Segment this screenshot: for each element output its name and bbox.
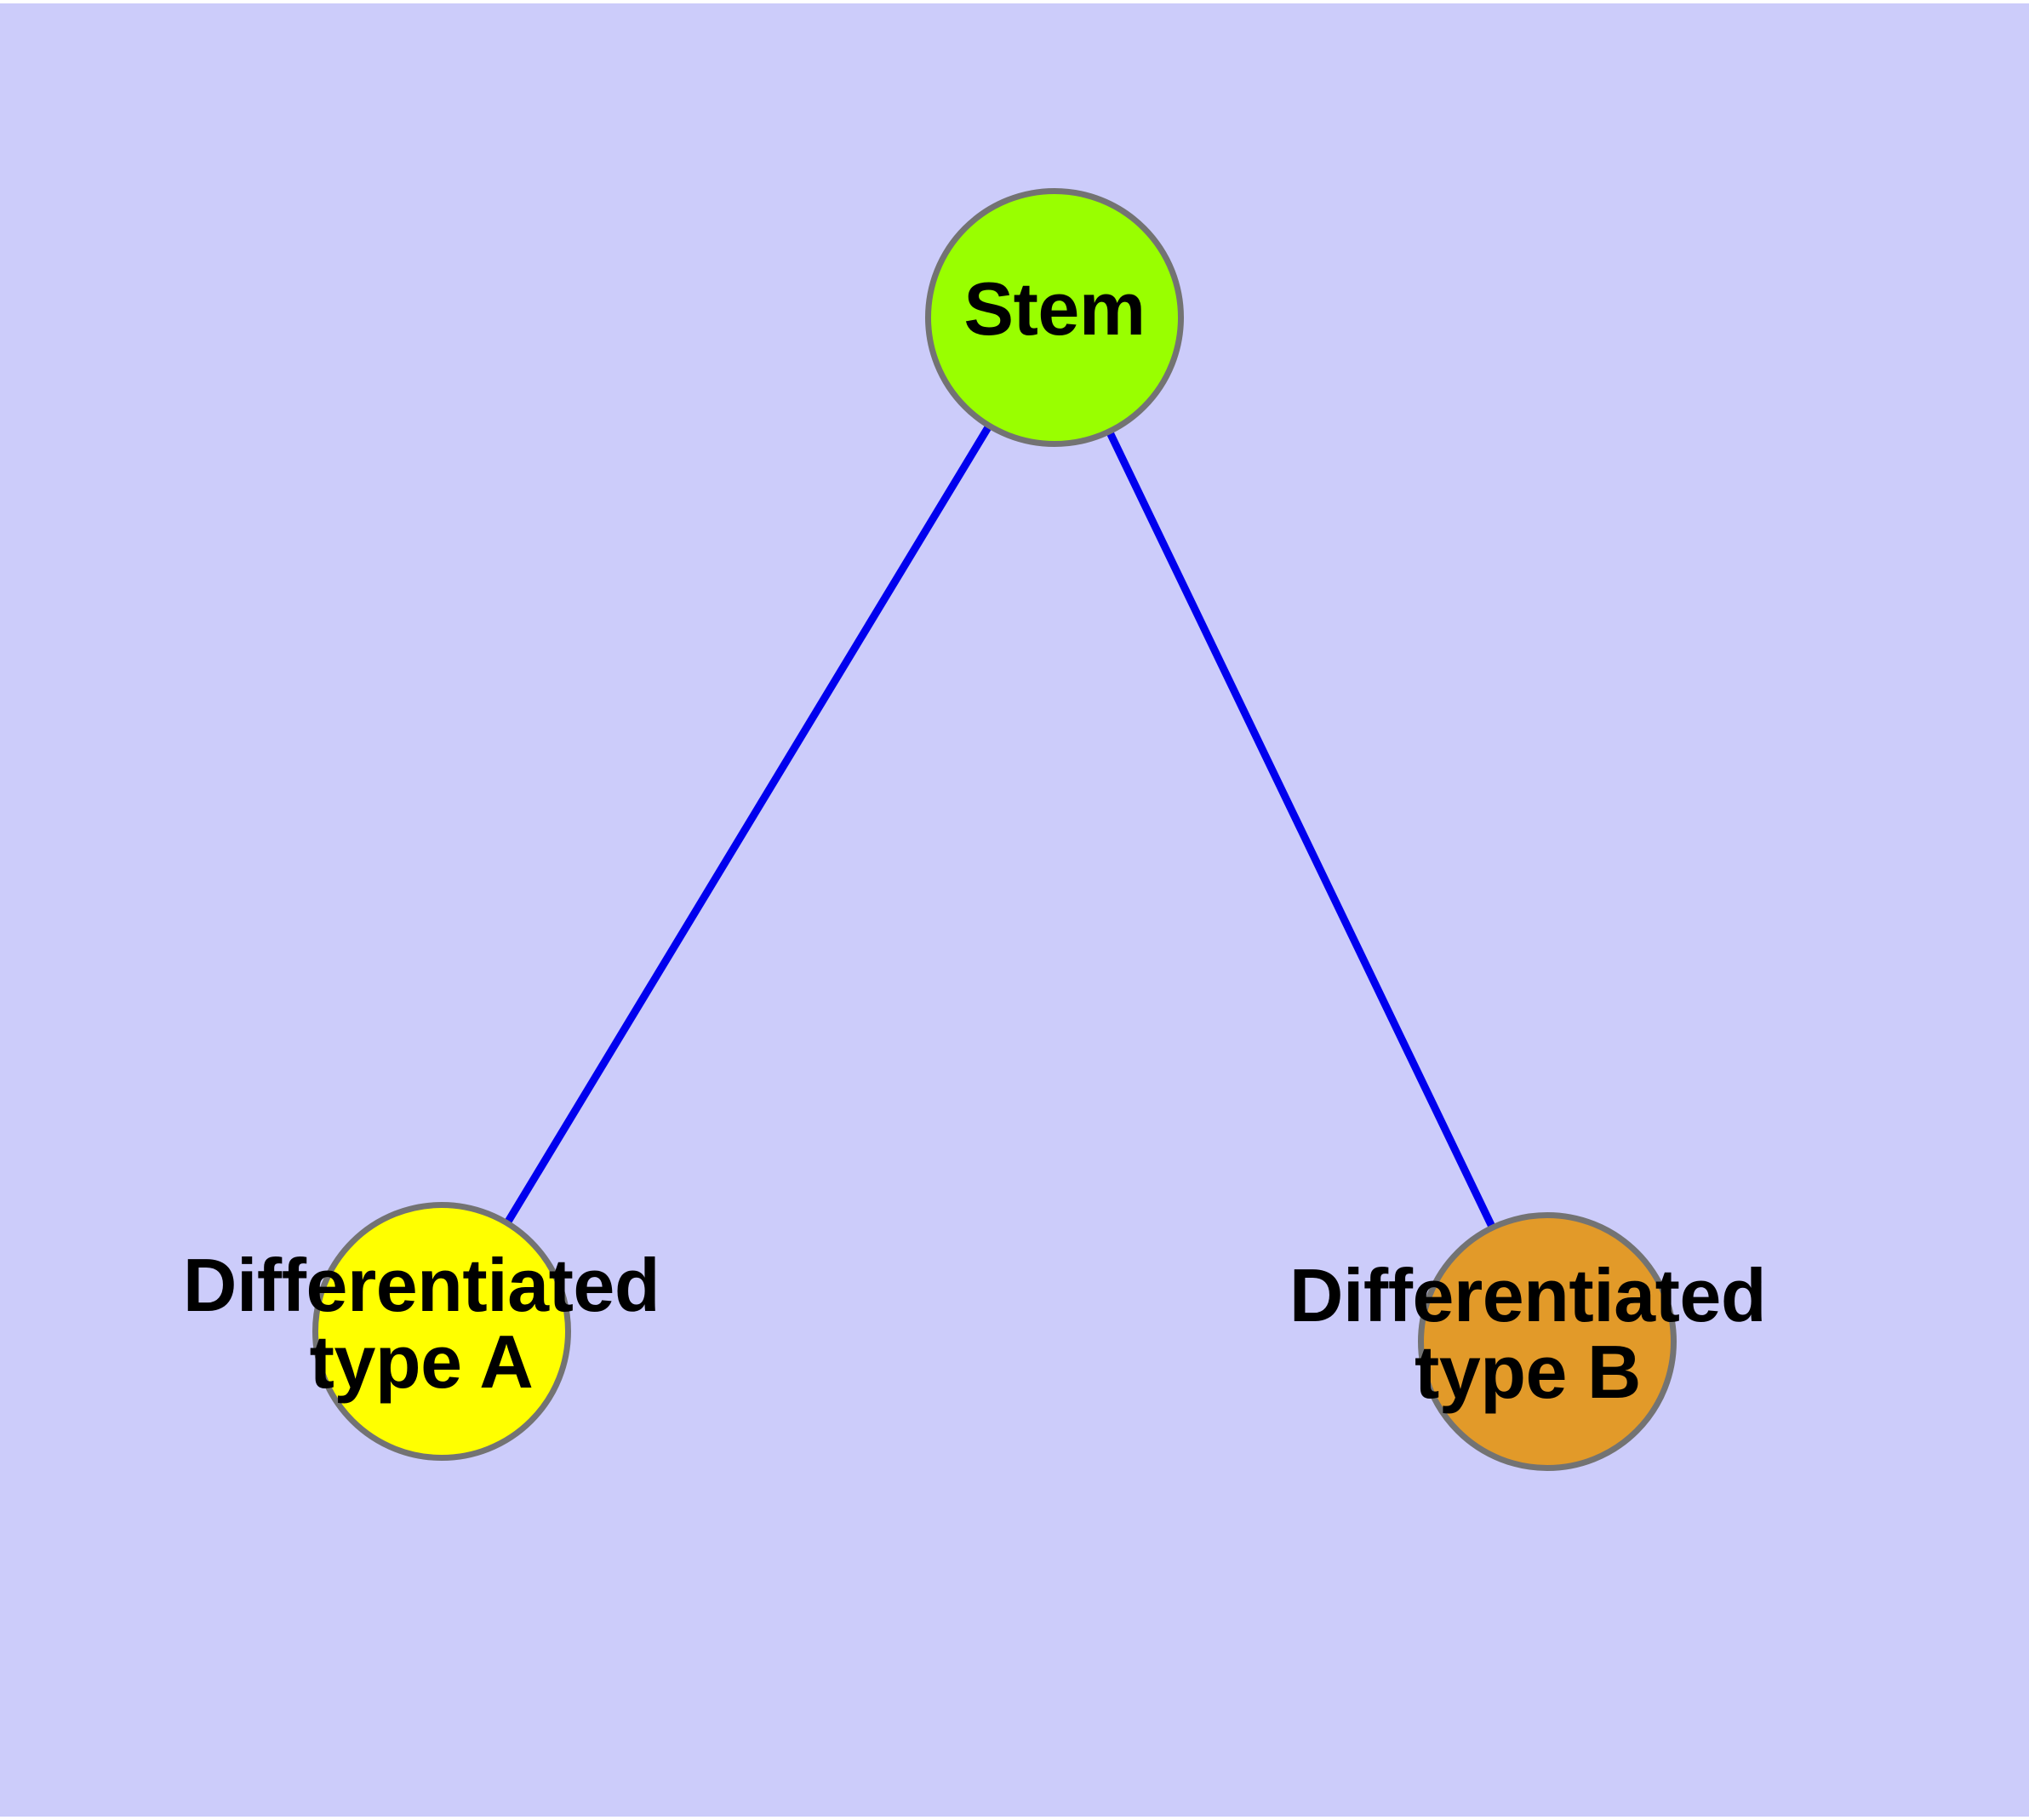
edge-stem-to-diff-b (1050, 316, 1552, 1343)
diagram-canvas: Stem Differentiated type A Differentiate… (0, 3, 2029, 1817)
node-stem[interactable] (925, 188, 1184, 447)
node-differentiated-type-a[interactable] (312, 1202, 571, 1461)
node-differentiated-type-b[interactable] (1418, 1212, 1677, 1471)
edge-stem-to-diff-a (438, 315, 1058, 1334)
edge-layer (438, 315, 1552, 1343)
